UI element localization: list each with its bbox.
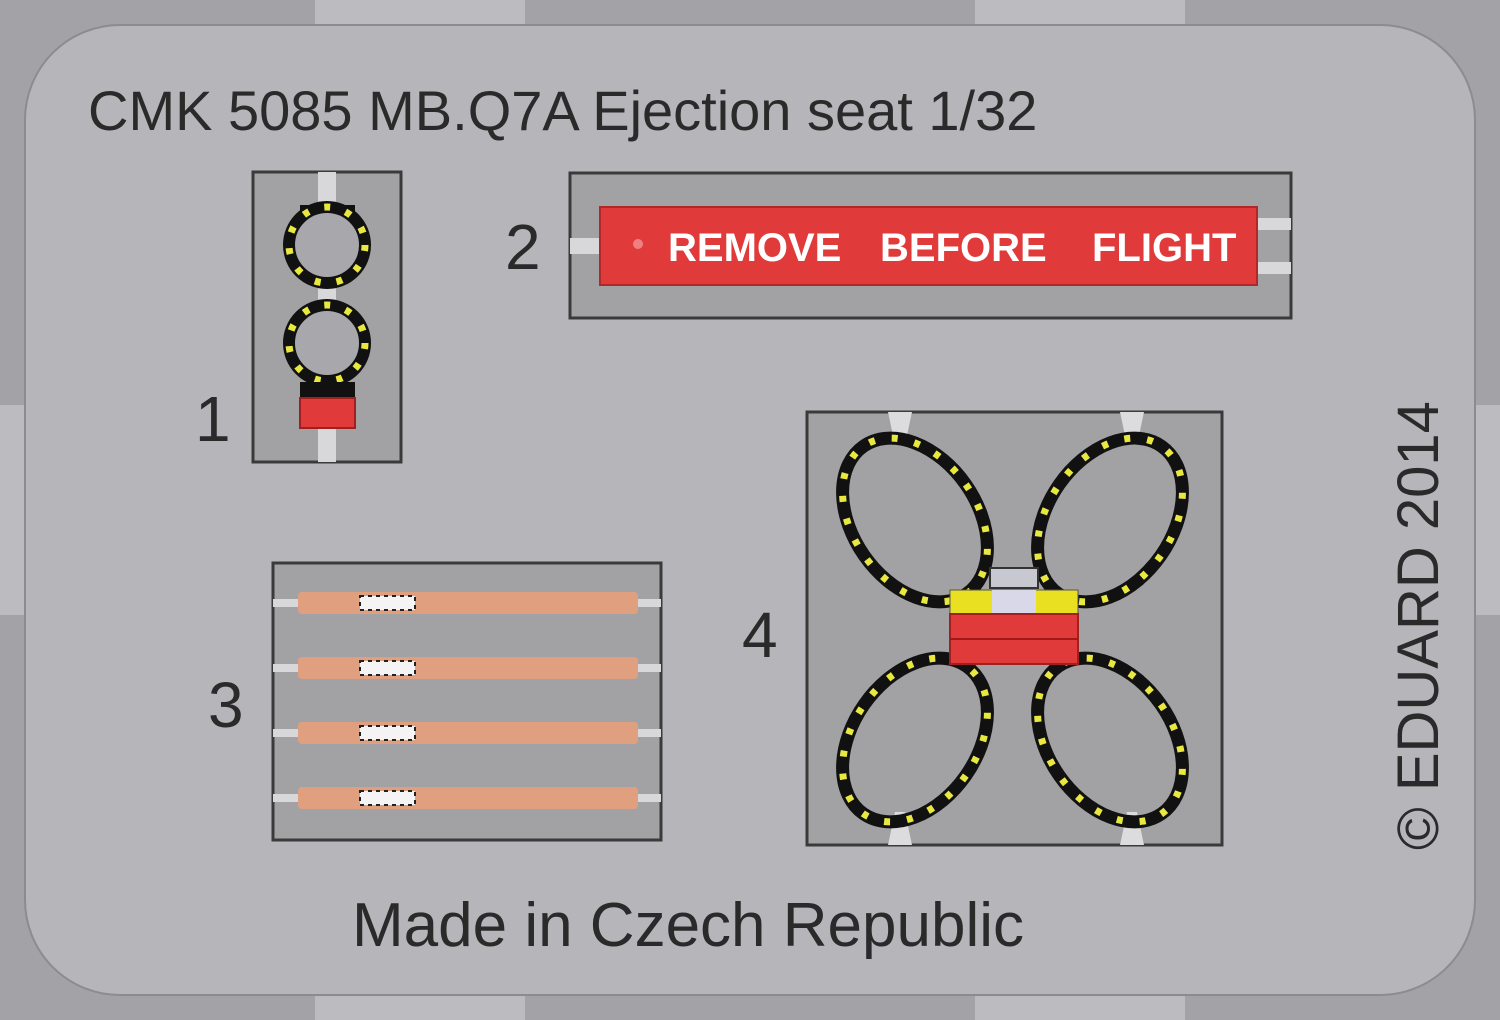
belt-buckle xyxy=(359,660,416,676)
belt-buckle xyxy=(359,595,416,611)
tag-word-flight: FLIGHT xyxy=(1092,226,1237,270)
part-4 xyxy=(805,410,1224,847)
part-number-2: 2 xyxy=(505,211,541,283)
belt-buckle xyxy=(359,790,416,806)
belt-strap xyxy=(298,592,638,614)
belt-buckle xyxy=(359,725,416,741)
part-1 xyxy=(251,170,403,464)
belt-strap xyxy=(298,657,638,679)
part-number-1: 1 xyxy=(195,383,231,455)
harness-loop xyxy=(1031,651,1189,829)
origin-text: Made in Czech Republic xyxy=(352,891,1025,960)
fret-title: CMK 5085 MB.Q7A Ejection seat 1/32 xyxy=(88,79,1038,142)
harness-loop xyxy=(836,651,994,829)
belt-strap xyxy=(298,722,638,744)
part-2 xyxy=(568,171,1293,320)
belt-strap xyxy=(298,787,638,809)
part-number-4: 4 xyxy=(742,599,778,671)
part-number-3: 3 xyxy=(208,669,244,741)
tag-word-remove: REMOVE xyxy=(668,226,842,270)
copyright-text: © EDUARD 2014 xyxy=(1386,401,1451,850)
part-3 xyxy=(271,561,663,842)
tag-word-before: BEFORE xyxy=(880,226,1047,270)
